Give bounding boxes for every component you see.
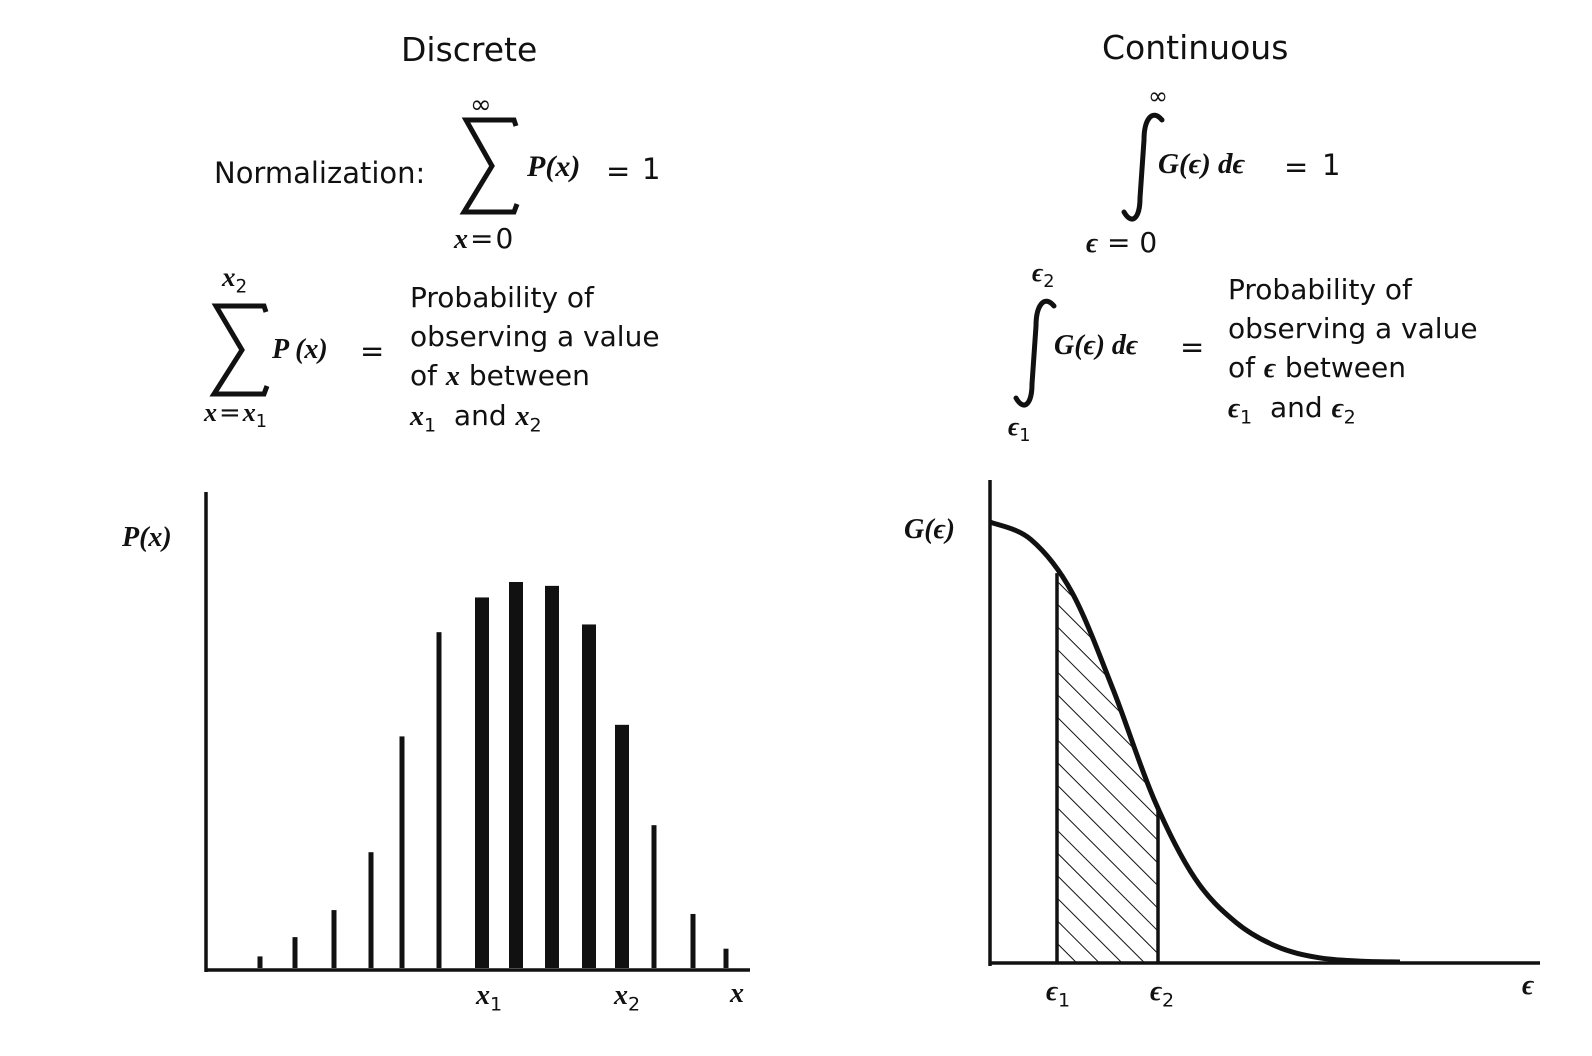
- probability-bar: [292, 937, 298, 968]
- range-sum-upper-limit: x2: [222, 262, 248, 298]
- discrete-description: Probability of observing a value of x be…: [410, 278, 660, 446]
- discrete-description-line1: Probability of: [410, 281, 594, 314]
- probability-bar: [331, 910, 337, 968]
- probability-bar: [257, 956, 263, 968]
- continuous-description-line4: ϵ1 and ϵ2: [1228, 391, 1356, 429]
- discrete-y-axis-label: P(x): [122, 522, 172, 553]
- range-sum-equals: =: [360, 334, 385, 368]
- integral-lower-limit: ϵ = 0: [1086, 226, 1158, 259]
- probability-bar: [399, 736, 405, 968]
- probability-bar: [436, 632, 442, 968]
- continuous-description: Probability of observing a value of ϵ be…: [1228, 270, 1478, 438]
- probability-bar: [582, 624, 596, 968]
- continuous-normalization-integrand: G(ϵ) dϵ: [1158, 148, 1245, 180]
- range-sum-term: P (x): [272, 334, 328, 365]
- range-sum-lower-limit: x=x1: [204, 398, 268, 433]
- discrete-normalization-term: P(x): [527, 150, 581, 183]
- continuous-description-line3: of ϵ between: [1228, 351, 1406, 384]
- shaded-probability-region: [1057, 573, 1158, 962]
- integral-upper-limit: ∞: [1148, 82, 1168, 110]
- continuous-tick-e2: ϵ2: [1150, 976, 1175, 1012]
- continuous-description-line2: observing a value: [1228, 312, 1478, 345]
- normalization-label: Normalization:: [214, 156, 426, 190]
- continuous-tick-e1: ϵ1: [1046, 976, 1071, 1012]
- probability-bar: [475, 597, 489, 968]
- range-integral-equals: =: [1180, 330, 1205, 364]
- sum-lower-limit: x=0: [454, 222, 514, 255]
- discrete-title: Discrete: [401, 30, 538, 69]
- continuous-description-line1: Probability of: [1228, 273, 1412, 306]
- continuous-normalization-equals: =: [1284, 150, 1309, 184]
- range-integral-lower-limit: ϵ1: [1008, 412, 1031, 447]
- sum-upper-limit: ∞: [470, 90, 492, 120]
- continuous-y-axis-label: G(ϵ): [904, 514, 955, 545]
- range-integral-integrand: G(ϵ) dϵ: [1054, 330, 1138, 361]
- discrete-x-axis-label: x: [730, 978, 744, 1009]
- probability-bar: [690, 913, 696, 968]
- discrete-description-line4: x1 and x2: [410, 399, 542, 437]
- probability-bar: [545, 585, 559, 968]
- range-integral-upper-limit: ϵ2: [1032, 258, 1055, 293]
- probability-bar: [723, 948, 729, 968]
- discrete-description-line2: observing a value: [410, 320, 660, 353]
- probability-bar: [509, 582, 523, 968]
- density-curve: [989, 519, 1401, 965]
- continuous-title: Continuous: [1102, 28, 1289, 67]
- probability-bar: [615, 724, 629, 968]
- probability-bar: [651, 825, 657, 968]
- probability-bar: [368, 852, 374, 968]
- discrete-tick-x2: x2: [614, 980, 641, 1016]
- discrete-tick-x1: x1: [476, 980, 503, 1016]
- discrete-normalization-rhs: 1: [642, 152, 661, 186]
- discrete-description-line3: of x between: [410, 359, 590, 392]
- discrete-normalization-equals: =: [606, 154, 631, 188]
- continuous-normalization-rhs: 1: [1322, 148, 1341, 182]
- continuous-x-axis-label: ϵ: [1522, 970, 1535, 1001]
